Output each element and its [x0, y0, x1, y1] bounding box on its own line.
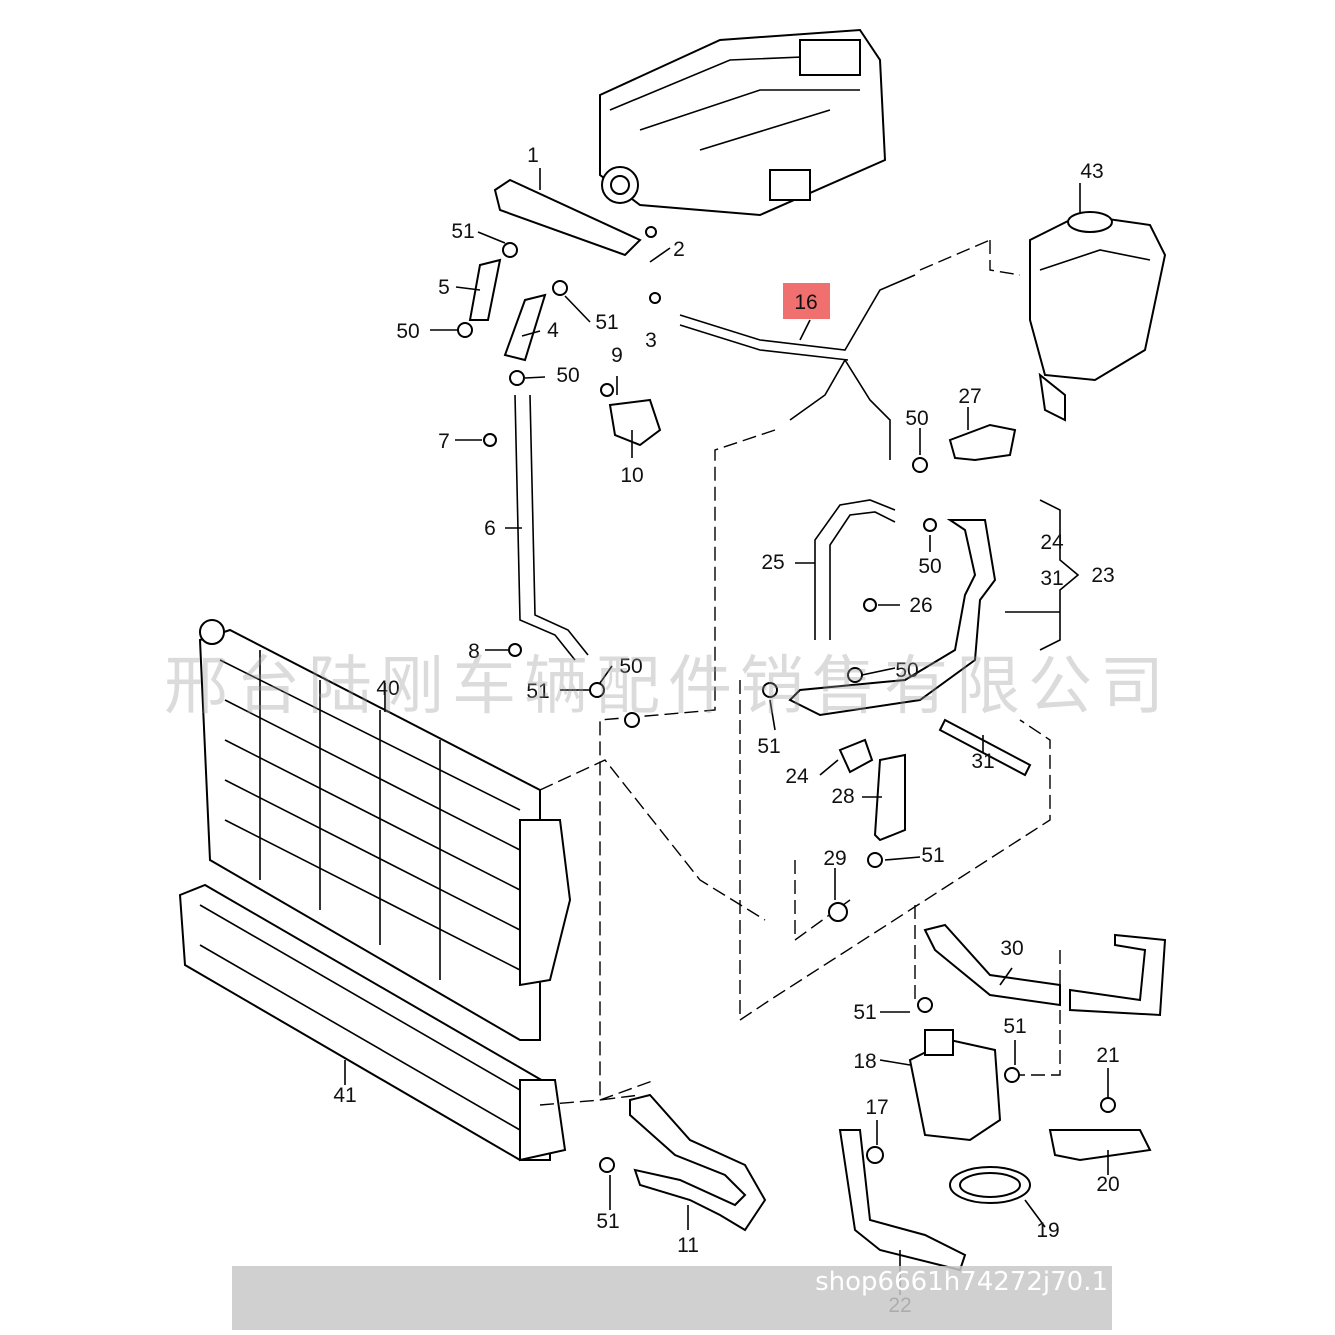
callout-17[interactable]: 17 [865, 1096, 888, 1119]
callout-3[interactable]: 3 [645, 329, 657, 352]
pipe-25 [814, 499, 896, 640]
callout-41[interactable]: 41 [333, 1084, 356, 1107]
hose-11 [629, 1093, 767, 1232]
callout-24-lower[interactable]: 24 [785, 765, 809, 788]
callout-50-f[interactable]: 50 [619, 655, 642, 678]
radiator-illustration [198, 619, 572, 1041]
callout-leader-lines [344, 168, 1109, 1295]
callout-labels: 1 2 3 4 5 6 7 8 9 10 11 17 18 19 20 21 2… [333, 144, 1119, 1317]
callout-4[interactable]: 4 [547, 319, 559, 342]
callout-18[interactable]: 18 [853, 1050, 876, 1073]
callout-28[interactable]: 28 [831, 785, 854, 808]
callout-43[interactable]: 43 [1080, 160, 1103, 183]
hose-30 [923, 923, 1167, 1017]
callout-51-a[interactable]: 51 [451, 220, 474, 243]
callout-21[interactable]: 21 [1096, 1044, 1119, 1067]
callout-26[interactable]: 26 [909, 594, 932, 617]
callout-8[interactable]: 8 [468, 640, 480, 663]
highlight-box-16 [783, 283, 830, 319]
callout-6[interactable]: 6 [484, 517, 496, 540]
charge-air-cooler-illustration [178, 883, 567, 1162]
hose-5 [468, 258, 502, 321]
callout-7[interactable]: 7 [438, 430, 450, 453]
hose-4 [503, 293, 547, 362]
hose-28 [873, 753, 906, 842]
callout-51-g[interactable]: 51 [596, 1210, 619, 1233]
shop-tag-bar [232, 1266, 1112, 1330]
callout-50-b[interactable]: 50 [556, 364, 579, 387]
hose-24-31 [788, 519, 997, 717]
callout-51-c[interactable]: 51 [757, 735, 780, 758]
callout-50-e[interactable]: 50 [895, 659, 918, 682]
vent-line-16 [679, 274, 916, 460]
callout-23[interactable]: 23 [1091, 564, 1114, 587]
callout-5[interactable]: 5 [438, 276, 450, 299]
connection-dashed-lines [539, 239, 1061, 1106]
callout-25[interactable]: 25 [761, 551, 784, 574]
callout-31-top[interactable]: 31 [1040, 567, 1063, 590]
coolant-pipe-1 [493, 178, 642, 257]
coolant-pipe-6 [514, 394, 589, 661]
shop-tag-text: shop6661h74272j70.1 [815, 1267, 1108, 1297]
bracket-20 [1048, 1129, 1152, 1162]
callout-51-e[interactable]: 51 [853, 1001, 876, 1024]
hose-27 [948, 423, 1017, 462]
callout-27[interactable]: 27 [958, 385, 981, 408]
callout-50-a[interactable]: 50 [396, 320, 419, 343]
callout-2[interactable]: 2 [673, 238, 685, 261]
bracket-22 [838, 1129, 967, 1272]
callout-11[interactable]: 11 [677, 1234, 699, 1257]
seller-watermark: 邢台陆刚车辆配件销售有限公司 [164, 650, 1172, 724]
callout-51-f[interactable]: 51 [1003, 1015, 1026, 1038]
callout-9[interactable]: 9 [611, 344, 623, 367]
callout-50-g[interactable]: 51 [526, 680, 549, 703]
auxiliary-pump-illustration [908, 1029, 1031, 1204]
engine-block-illustration [599, 28, 887, 217]
cable-tie-31 [938, 718, 1032, 777]
callout-40[interactable]: 40 [376, 677, 399, 700]
callout-51-d[interactable]: 51 [921, 844, 944, 867]
callout-16[interactable]: 16 [794, 291, 817, 314]
callout-29[interactable]: 29 [823, 847, 846, 870]
clips-and-fasteners [457, 226, 1116, 1173]
callout-51-b[interactable]: 51 [595, 311, 618, 334]
callout-24-top[interactable]: 24 [1040, 531, 1064, 554]
callout-19[interactable]: 19 [1036, 1219, 1059, 1242]
callout-20[interactable]: 20 [1096, 1173, 1119, 1196]
callout-30[interactable]: 30 [1000, 937, 1023, 960]
callout-10[interactable]: 10 [620, 464, 643, 487]
expansion-tank-illustration [1029, 211, 1167, 422]
callout-50-c[interactable]: 50 [905, 407, 928, 430]
callout-50-d[interactable]: 50 [918, 555, 941, 578]
callout-31-lower[interactable]: 31 [971, 750, 994, 773]
callout-1[interactable]: 1 [527, 144, 539, 167]
